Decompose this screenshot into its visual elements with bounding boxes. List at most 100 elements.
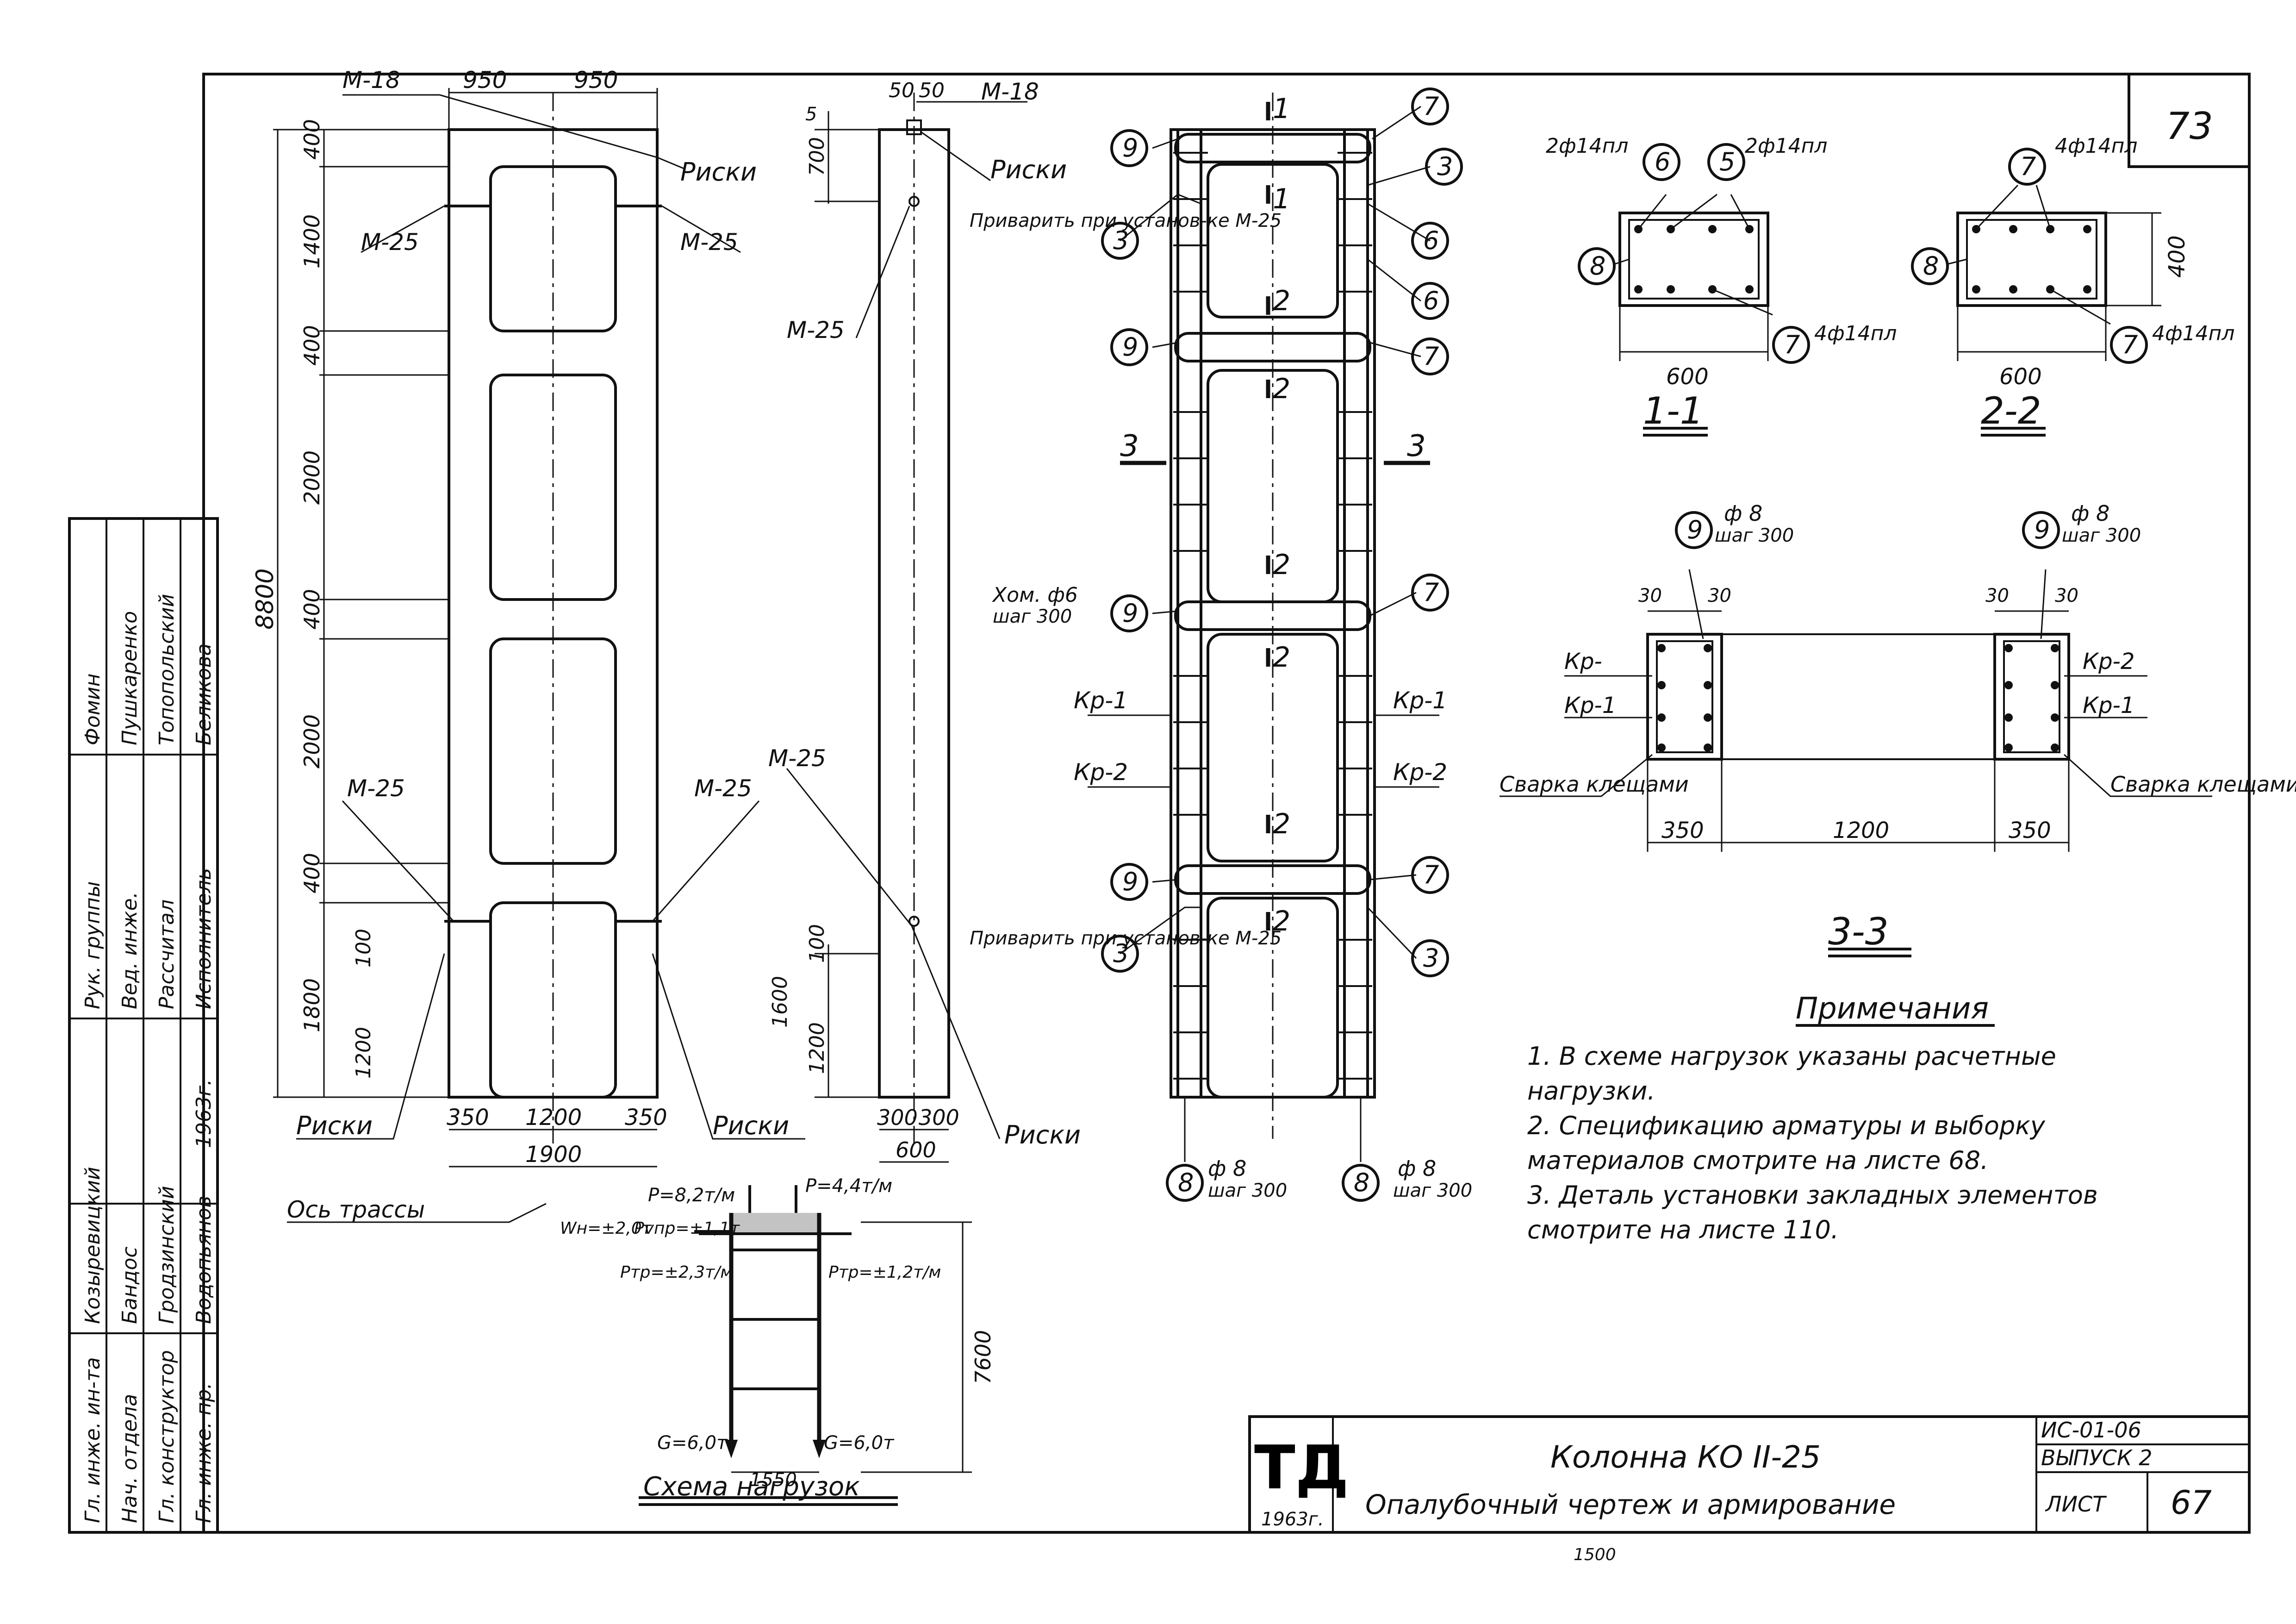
s11-mark-7: 7 <box>1784 330 1800 359</box>
mark-7-c: 7 <box>1423 578 1439 607</box>
note-line-0: 1. В схеме нагрузок указаны расчетные <box>1527 1042 2056 1071</box>
dim-inner-100: 100 <box>352 929 375 968</box>
section-3-3: 9 9 ф 8 шаг 300 ф 8 шаг 300 30 30 30 30 … <box>1500 501 2296 957</box>
s33-mark-9a: 9 <box>1687 515 1703 544</box>
load-p2: Р=4,4т/м <box>805 1175 892 1197</box>
homut-step: шаг 300 <box>993 606 1072 627</box>
s33-title: 3-3 <box>1828 910 1889 953</box>
stamp-block: Рук. группы Вед. инже. Рассчитал Исполни… <box>81 594 216 1523</box>
stamp-role-0: Рук. группы <box>81 881 105 1009</box>
load-g2: G=6,0т <box>824 1432 895 1454</box>
cut-3-left: 3 <box>1120 429 1139 463</box>
sheet-frame <box>68 73 2251 1534</box>
bottom-code: 1500 <box>1574 1545 1616 1564</box>
weld-note-top: Приварить при установ-ке М-25 <box>970 210 1282 231</box>
side-elevation <box>786 93 1027 1163</box>
s33-kr2-right: Кр-2 <box>2083 649 2134 675</box>
s22-mark-8: 8 <box>1923 251 1939 281</box>
sheet-no: 67 <box>2171 1484 2212 1522</box>
logo-year: 1963г. <box>1261 1509 1324 1530</box>
dim-950-a: 950 <box>463 67 507 94</box>
dim-b-350a: 350 <box>447 1105 489 1131</box>
cut-2-b: 2 <box>1273 373 1290 405</box>
side-m18: М-18 <box>981 78 1039 105</box>
label-riski-bl: Риски <box>296 1111 373 1140</box>
side-dim-300b: 300 <box>919 1105 959 1130</box>
s33-dim-30b: 30 <box>1708 585 1731 606</box>
bar9-step-left: шаг 300 <box>1208 1180 1287 1201</box>
dim-v-3: 2000 <box>299 450 324 505</box>
title-line-1: Колонна КО II-25 <box>1550 1439 1821 1475</box>
stamp-left-role-2: Гл. конструктор <box>155 1350 179 1523</box>
dim-50b: 50 <box>919 79 945 102</box>
stamp-name-3: Беликова <box>192 643 216 745</box>
s33-step-a: шаг 300 <box>1715 525 1794 546</box>
kr2-left: Кр-2 <box>1074 759 1128 786</box>
s33-dim-30c: 30 <box>1985 585 2009 606</box>
stamp-left-role-1: Нач. отдела <box>118 1394 142 1523</box>
reinforcement-marks: 9 3 9 9 9 3 7 3 6 6 7 7 7 3 8 8 <box>1101 87 1463 1202</box>
s11-title: 1-1 <box>1643 389 1704 432</box>
s33-mark-9b: 9 <box>2034 515 2050 544</box>
s11-top-left: 2ф14пл <box>1546 134 1629 158</box>
kr1-right: Кр-1 <box>1393 687 1447 714</box>
cut-2-e: 2 <box>1273 808 1290 840</box>
load-ptr1: Ртр=±2,3т/м <box>620 1263 733 1282</box>
dim-v-6: 400 <box>299 853 324 893</box>
bar9-right: ф 8 <box>1398 1156 1436 1181</box>
s33-dim-30a: 30 <box>1638 585 1662 606</box>
dim-v-2: 400 <box>299 325 324 366</box>
dim-950-b: 950 <box>574 67 618 94</box>
side-riski: Риски <box>990 155 1067 184</box>
note-line-2: 2. Спецификацию арматуры и выборку <box>1527 1111 2046 1140</box>
stamp-left-role-3: Гл. инже. пр. <box>192 1383 216 1523</box>
s11-mark-5: 5 <box>1719 147 1735 176</box>
mark-9-a: 8 <box>1178 1168 1194 1197</box>
side-dim-300a: 300 <box>877 1105 918 1130</box>
s33-bar-a: ф 8 <box>1724 501 1762 526</box>
load-g1: G=6,0т <box>657 1432 728 1454</box>
s33-bar-b: ф 8 <box>2071 501 2109 526</box>
stamp-name-2: Топопольский <box>155 594 179 745</box>
dim-inner-1200: 1200 <box>352 1027 375 1079</box>
side-m25-top: М-25 <box>787 317 845 344</box>
s22-mark-7a: 7 <box>2020 152 2036 181</box>
mark-3-b: 3 <box>1113 939 1129 968</box>
stamp-left-role-0: Гл. инже. ин-та <box>81 1357 105 1524</box>
dim-5: 5 <box>805 104 817 125</box>
s22-width: 600 <box>1999 364 2042 390</box>
stamp-left-name-0: Козыревицкий <box>81 1167 105 1324</box>
s22-title: 2-2 <box>1981 389 2041 432</box>
s11-top-right: 2ф14пл <box>1745 134 1828 158</box>
stamp-role-1: Вед. инже. <box>118 892 142 1009</box>
section-1-1: 6 5 8 7 2ф14пл 2ф14пл 4ф14пл 600 1-1 <box>1546 134 1897 437</box>
s22-mark-7b: 7 <box>2122 330 2138 359</box>
dim-v-7: 1800 <box>299 978 324 1032</box>
front-elevation <box>273 88 805 1223</box>
load-ptr2: Ртр=±1,2т/м <box>828 1263 941 1282</box>
dim-50a: 50 <box>889 79 915 102</box>
cut-1-bottom: 1 <box>1273 183 1290 215</box>
mark-6-b: 6 <box>1423 286 1439 315</box>
s11-mark-6: 6 <box>1655 147 1670 176</box>
mark-8-a: 9 <box>1122 133 1138 162</box>
s33-kr1-right: Кр-1 <box>2083 693 2134 718</box>
mark-7-a: 7 <box>1423 92 1439 121</box>
s33-dim-350b: 350 <box>2009 818 2051 843</box>
stamp-left-name-2: Гродзинский <box>155 1186 179 1324</box>
s33-weld-right: Сварка клещами <box>2110 772 2296 797</box>
s22-top: 4ф14пл <box>2055 134 2138 158</box>
mark-8-b: 9 <box>1122 332 1138 362</box>
load-span: 1550 <box>750 1469 797 1491</box>
side-dim-1600: 1600 <box>768 976 792 1028</box>
dim-v-1: 1400 <box>299 214 324 269</box>
dim-v-5: 2000 <box>299 714 324 768</box>
dim-v-0: 400 <box>299 119 324 160</box>
mark-7-d: 7 <box>1423 860 1439 889</box>
dim-v-4: 400 <box>299 589 324 630</box>
list-label: ЛИСТ <box>2045 1492 2107 1517</box>
stamp-role-2: Рассчитал <box>155 899 179 1009</box>
note-line-4: 3. Деталь установки закладных элементов <box>1527 1181 2098 1210</box>
notes-block: Примечания 1. В схеме нагрузок указаны р… <box>1527 992 2098 1244</box>
